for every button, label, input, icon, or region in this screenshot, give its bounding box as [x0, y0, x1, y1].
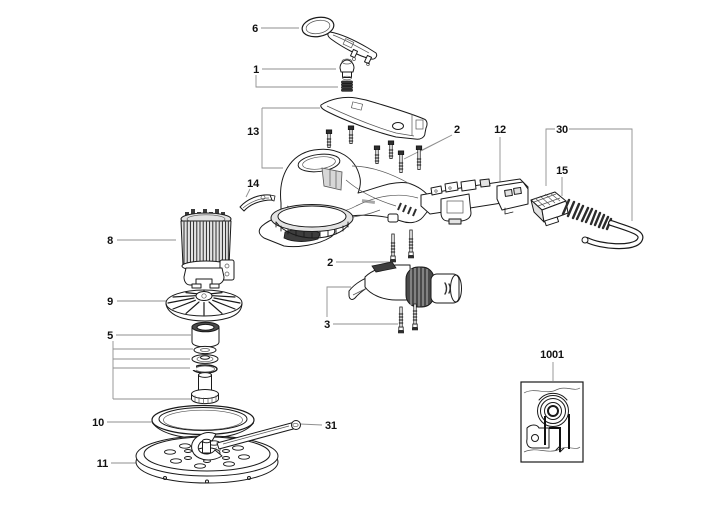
callout-10: 10: [92, 417, 104, 429]
callout-2-top: 2: [454, 124, 460, 136]
part-cable-plug: [530, 191, 644, 250]
callout-13: 13: [247, 126, 259, 138]
part-screws-lower: [398, 303, 418, 334]
part-bearing-stack: [191, 321, 220, 405]
callout-labels: 6 1 13 14 2 12 30 15 8 2 9 3 5 10 31 11 …: [92, 23, 568, 470]
part-bearing-housing: [348, 261, 462, 308]
part-electronics-module: [420, 178, 529, 225]
part-screws-top: [325, 125, 423, 173]
callout-14: 14: [247, 178, 260, 190]
part-backing-pad: [135, 435, 279, 484]
leader-lines: [107, 27, 633, 464]
callout-30: 30: [556, 124, 568, 136]
part-motor: [180, 209, 235, 289]
callout-6: 6: [252, 23, 258, 35]
callout-31: 31: [325, 420, 337, 432]
pad-center-pin: [202, 438, 211, 454]
part-main-body: [258, 148, 432, 248]
part-housing-top-cover: [320, 96, 428, 140]
callout-9: 9: [107, 296, 113, 308]
part-detail-inset: [520, 381, 584, 463]
part-spring: [341, 80, 353, 92]
part-fan: [165, 289, 243, 322]
callout-2-mid: 2: [327, 257, 333, 269]
part-wrench: [191, 420, 301, 461]
callout-8: 8: [107, 235, 113, 247]
part-top-cover-cap: [301, 16, 378, 66]
callout-3: 3: [324, 319, 330, 331]
callout-11: 11: [97, 458, 108, 470]
callout-15: 15: [556, 165, 568, 177]
callout-12: 12: [494, 124, 506, 136]
callout-5: 5: [107, 330, 113, 342]
part-screws-mid: [390, 229, 414, 263]
part-plug-pin: [339, 58, 355, 81]
part-retaining-clip: [239, 194, 276, 212]
callout-1: 1: [253, 64, 259, 76]
callout-1001: 1001: [540, 349, 564, 361]
strain-relief-ribs: [561, 198, 613, 231]
